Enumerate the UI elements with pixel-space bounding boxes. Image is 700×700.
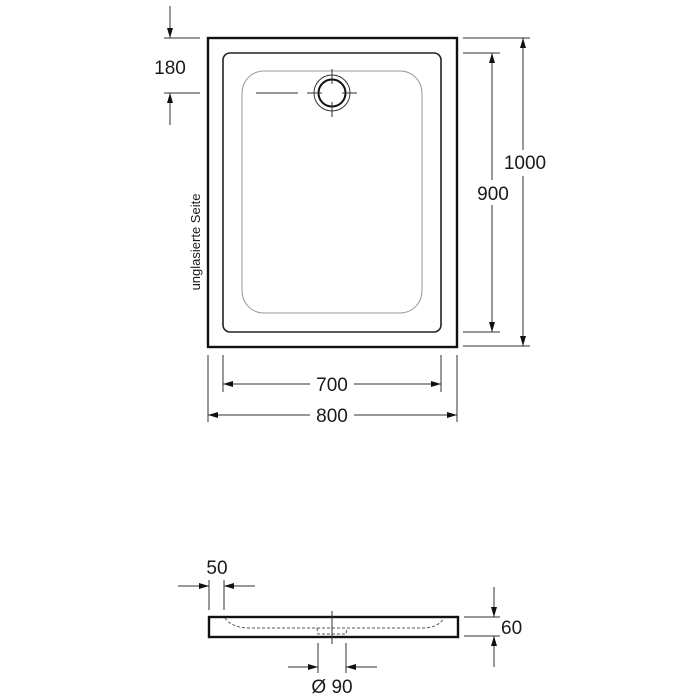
dimension-inner-width: 700 [222, 355, 442, 396]
dimension-label-900: 900 [477, 184, 509, 205]
basin-profile [224, 617, 445, 629]
dimension-outer-length: 1000 [463, 37, 546, 347]
tray-outer-outline [206, 36, 459, 349]
dimension-drain-diameter: Ø 90 [288, 643, 377, 698]
drain-icon [307, 69, 357, 117]
dimension-outer-width: 800 [207, 355, 458, 427]
dimension-label-180: 180 [154, 58, 186, 79]
top-view: 180 unglasierte Seite 1000 900 700 [154, 6, 546, 427]
dimension-label-diameter-90: Ø 90 [311, 677, 352, 698]
dimension-label-1000: 1000 [504, 153, 546, 174]
tray-inner-outline [222, 52, 442, 333]
dimension-label-60: 60 [501, 618, 522, 639]
dimension-label-50: 50 [206, 558, 227, 579]
dimension-rim-width: 50 [178, 558, 255, 610]
dimension-label-800: 800 [316, 406, 348, 427]
tray-side-outline [207, 615, 460, 639]
side-view: 50 60 Ø 90 [178, 558, 522, 698]
dimension-label-700: 700 [316, 375, 348, 396]
dimension-inner-length: 900 [463, 52, 509, 333]
dimension-drain-offset: 180 [154, 6, 200, 125]
unglazed-side-label: unglasierte Seite [188, 194, 203, 291]
dimension-height: 60 [464, 587, 522, 667]
